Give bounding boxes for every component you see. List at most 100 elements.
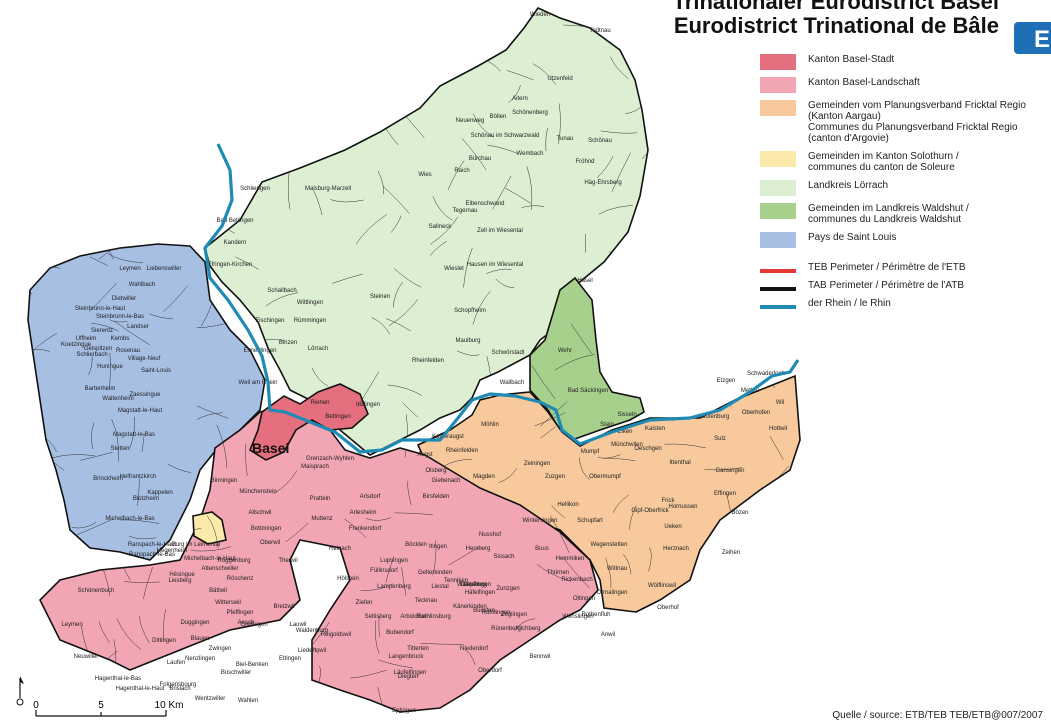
place-label: Kaisten [645, 426, 665, 432]
municipality-border [131, 179, 154, 204]
municipality-border [206, 515, 219, 549]
place-label: Ueken [664, 524, 681, 530]
municipality-border [371, 317, 391, 335]
place-label: Dittingen [152, 638, 176, 644]
legend-label: Gemeinden im Landkreis Waldshut / commun… [808, 203, 969, 225]
municipality-border [6, 539, 26, 561]
place-label: Liebenswiller [147, 266, 182, 272]
municipality-border [149, 313, 173, 320]
municipality-border [143, 567, 153, 599]
municipality-border [85, 227, 114, 237]
place-label: Röschenz [227, 576, 254, 582]
municipality-border [394, 512, 433, 516]
place-label: Bürchau [469, 156, 491, 162]
municipality-border [344, 518, 367, 538]
place-label: Huningue [97, 364, 123, 370]
place-label: Laufen [167, 660, 185, 666]
municipality-border [108, 217, 130, 246]
place-label: Tecknau [415, 598, 437, 604]
place-label: Kilchberg [515, 626, 540, 632]
kanton-basel-stadt-region [249, 383, 369, 461]
place-label: Waldenburg [296, 628, 328, 634]
place-label: Liesberg [168, 578, 191, 584]
municipality-border [766, 532, 791, 567]
place-label: Etzgen [717, 378, 736, 384]
place-label: Wahlbach [129, 282, 155, 288]
municipality-border [385, 556, 394, 583]
municipality-border [549, 515, 570, 553]
municipality-border [110, 11, 151, 14]
municipality-border [376, 16, 397, 29]
municipality-border [355, 62, 364, 106]
place-label: Attenschwiller [201, 566, 238, 572]
municipality-border [85, 136, 124, 146]
legend-item: Pays de Saint Louis [760, 232, 1051, 248]
place-label: Bättwil [209, 588, 227, 594]
place-label: Niederdorf [460, 646, 488, 652]
place-label: Stein [600, 422, 614, 428]
place-label: Schwaderloch [747, 371, 785, 377]
municipality-border [768, 333, 786, 342]
municipality-border [392, 281, 403, 308]
place-label: Seltisberg [365, 614, 392, 620]
place-label: Lausen [460, 582, 480, 588]
municipality-border [534, 412, 566, 427]
place-label: Schlierbach [76, 352, 107, 358]
place-label: Ettingen [279, 656, 301, 662]
place-label: Münchwilen [611, 442, 643, 448]
municipality-border [486, 268, 512, 274]
place-label: Effingen [714, 491, 736, 497]
legend-line-swatch [760, 269, 796, 273]
place-label: Bretzwil [273, 604, 294, 610]
place-label: Hellikon [557, 502, 578, 508]
place-label: Rheinfelden [412, 358, 444, 364]
place-label: Oberwil [260, 540, 280, 546]
municipality-border [715, 91, 735, 124]
scale-label-5: 5 [98, 700, 104, 711]
municipality-border [209, 126, 229, 138]
place-label: Tenniken [444, 578, 468, 584]
place-label: Magden [473, 474, 495, 480]
municipality-border [265, 292, 299, 307]
legend-label: Pays de Saint Louis [808, 232, 897, 243]
municipality-border [675, 677, 677, 707]
place-label: Hersberg [466, 546, 491, 552]
municipality-border [365, 517, 392, 521]
municipality-border [605, 557, 612, 589]
place-label: Geispitzen [84, 346, 112, 352]
kanton-basel-landschaft-region [39, 404, 599, 713]
pays-de-saint-louis-region [27, 243, 266, 561]
place-label: Hégenheim [157, 548, 188, 554]
municipality-border [200, 114, 216, 142]
place-label: Augst [417, 452, 433, 458]
place-label: Liedertswil [298, 648, 326, 654]
landkreis-waldshut-region [529, 276, 645, 441]
municipality-border [382, 185, 410, 214]
municipality-border [90, 61, 131, 67]
place-label: Mumpf [581, 449, 600, 455]
place-label: Reinach [329, 546, 351, 552]
north-arrow-icon [19, 676, 24, 698]
place-label: Wentzwiller [195, 696, 226, 702]
municipality-border [51, 454, 95, 459]
municipality-border [163, 608, 166, 641]
municipality-border [696, 147, 729, 177]
municipality-border [202, 23, 225, 57]
legend-item: Gemeinden im Kanton Solothurn / communes… [760, 151, 1051, 173]
place-label: Lauwil [289, 622, 306, 628]
place-label: Langenbruck [389, 654, 425, 660]
place-label: Oltingen [573, 596, 595, 602]
place-label: Brinckheim [93, 476, 123, 482]
place-label: Schwörstadt [491, 350, 524, 356]
municipality-border [313, 189, 323, 216]
municipality-border [684, 673, 712, 679]
place-label: Binningen [211, 478, 238, 484]
legend-color-swatch [760, 180, 796, 196]
municipality-border [203, 79, 219, 93]
municipality-border [385, 318, 411, 332]
place-label: Pfeffingen [227, 610, 254, 616]
municipality-border [697, 628, 704, 666]
municipality-border [124, 581, 160, 583]
municipality-border [658, 700, 676, 712]
place-label: Malsburg-Marzell [305, 186, 351, 192]
